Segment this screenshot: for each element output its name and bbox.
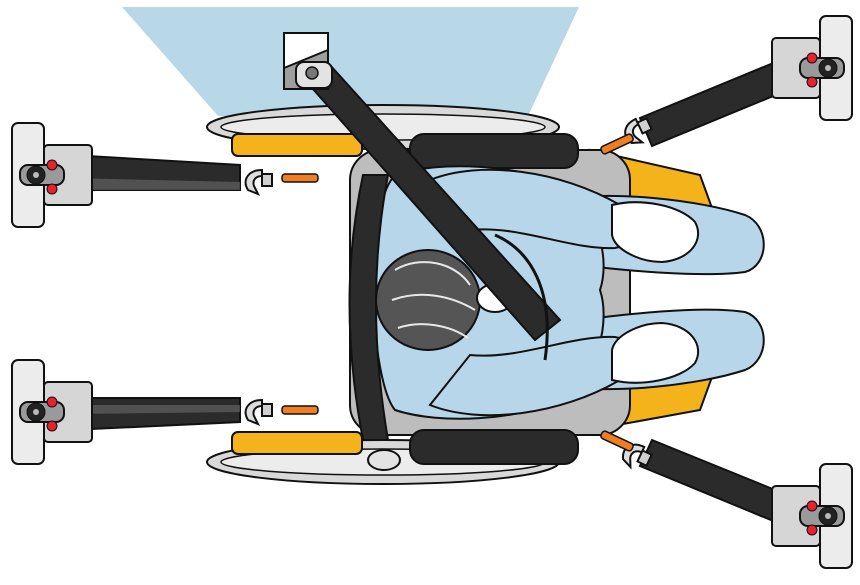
- floor-anchor-icon: [12, 360, 92, 464]
- floor-anchor-icon: [772, 464, 852, 568]
- hook-icon: [246, 400, 272, 424]
- strap-rear-left: [70, 155, 240, 190]
- hook-icon: [246, 170, 272, 194]
- floor-anchor-icon: [12, 123, 92, 227]
- armrest-top: [410, 134, 578, 168]
- floor-anchor-icon: [772, 16, 852, 120]
- armrest-bottom: [410, 430, 578, 464]
- shoulder-anchor: [284, 33, 332, 89]
- strap-rear-right: [70, 398, 240, 430]
